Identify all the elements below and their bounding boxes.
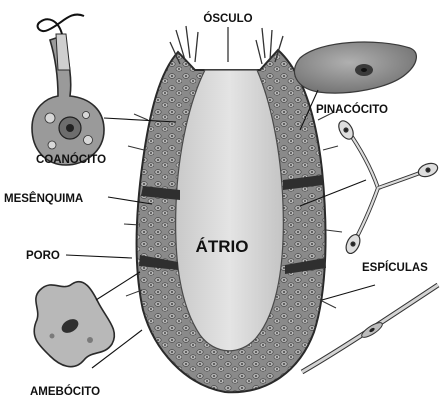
coanocito-cell [32, 15, 104, 165]
label-poro: PORO [26, 250, 60, 262]
label-atrio: ÁTRIO [196, 237, 249, 256]
leader-poro [66, 255, 132, 258]
leader-espiculas-2 [322, 285, 375, 300]
label-amebocito: AMEBÓCITO [30, 385, 100, 398]
triradiate-spicule [336, 118, 440, 255]
amebocito-cell [34, 282, 114, 367]
label-mesenquima: MESÊNQUIMA [4, 192, 83, 205]
label-coanocito: COANÓCITO [36, 153, 106, 166]
leader-amebocito [96, 272, 140, 300]
label-osculo: ÓSCULO [203, 12, 252, 25]
label-especulas: ESPÍCULAS [362, 261, 428, 274]
osculum-spikes [170, 26, 283, 64]
pinacocito-cell [294, 42, 416, 93]
atrium-cavity [176, 70, 284, 351]
label-pinacocito: PINACÓCITO [316, 103, 388, 116]
